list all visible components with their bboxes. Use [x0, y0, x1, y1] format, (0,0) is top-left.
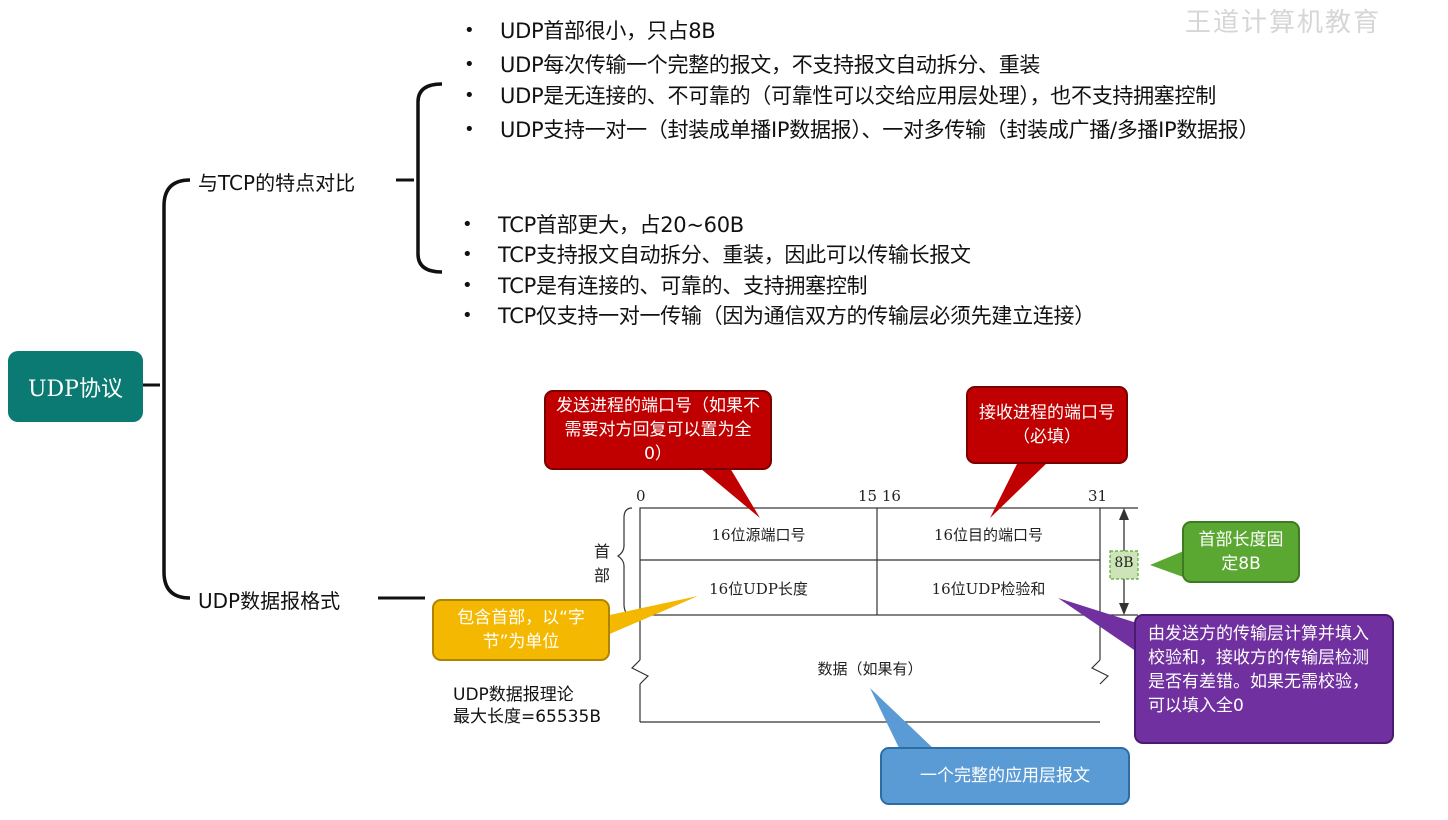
list-item: •UDP每次传输一个完整的报文，不支持报文自动拆分、重装	[464, 53, 1041, 77]
bullet-icon: •	[462, 305, 473, 326]
root-label: UDP协议	[28, 376, 123, 402]
bit-label-0: 0	[636, 487, 646, 505]
callout-header-length: 首部长度固定8B	[1182, 521, 1300, 583]
callout-data: 一个完整的应用层报文	[880, 747, 1130, 805]
list-item: •TCP首部更大，占20~60B	[462, 213, 744, 237]
branch-tcp-comparison: 与TCP的特点对比	[198, 171, 356, 195]
watermark: 王道计算机教育	[1185, 8, 1382, 38]
bullet-icon: •	[464, 54, 475, 75]
bit-label-15-16: 15 16	[858, 487, 901, 505]
bullet-icon: •	[464, 119, 475, 140]
bullet-icon: •	[462, 244, 473, 265]
max-length-note: UDP数据报理论 最大长度=65535B	[453, 685, 601, 727]
field-data: 数据（如果有）	[817, 660, 923, 678]
bullet-icon: •	[462, 275, 473, 296]
list-item: •UDP支持一对一（封装成单播IP数据报）、一对多传输（封装成广播/多播IP数据…	[464, 118, 1260, 142]
field-checksum: 16位UDP检验和	[931, 580, 1046, 598]
bullet-icon: •	[464, 20, 475, 41]
list-item: •UDP是无连接的、不可靠的（可靠性可以交给应用层处理），也不支持拥塞控制	[464, 84, 1216, 108]
bit-label-31: 31	[1088, 487, 1108, 505]
field-length: 16位UDP长度	[709, 580, 808, 598]
list-item: •UDP首部很小，只占8B	[464, 19, 716, 43]
bullet-icon: •	[464, 85, 475, 106]
list-item: •TCP支持报文自动拆分、重装，因此可以传输长报文	[462, 243, 971, 267]
list-item: •TCP是有连接的、可靠的、支持拥塞控制	[462, 274, 868, 298]
root-node: UDP协议	[8, 351, 143, 422]
branch-udp-format: UDP数据报格式	[198, 589, 341, 613]
size-badge: 8B	[1114, 555, 1134, 571]
callout-length-field: 包含首部，以“字节”为单位	[432, 599, 610, 661]
header-label: 首 部	[594, 542, 611, 585]
callout-dst-port: 接收进程的端口号（必填）	[966, 386, 1128, 464]
bullet-icon: •	[462, 214, 473, 235]
callout-src-port: 发送进程的端口号（如果不需要对方回复可以置为全0）	[544, 390, 772, 470]
callout-checksum: 由发送方的传输层计算并填入校验和，接收方的传输层检测是否有差错。如果无需校验，可…	[1134, 614, 1394, 744]
field-dst-port: 16位目的端口号	[933, 526, 1044, 544]
list-item: •TCP仅支持一对一传输（因为通信双方的传输层必须先建立连接）	[462, 304, 1095, 328]
field-src-port: 16位源端口号	[711, 526, 806, 544]
